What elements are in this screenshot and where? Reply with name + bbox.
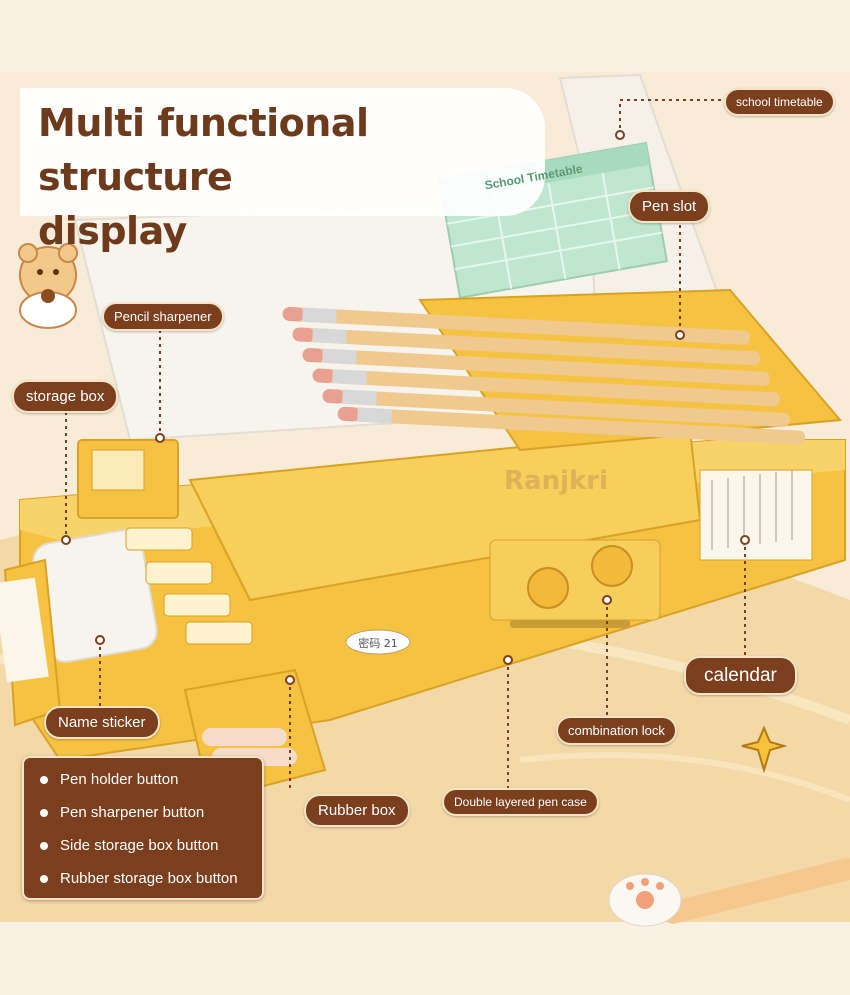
code-label: 密码 21 (358, 636, 398, 650)
legend-item: Pen sharpener button (38, 803, 262, 836)
legend-item: Rubber storage box button (38, 869, 262, 902)
callout-double-layered-pen-case: Double layered pen case (442, 788, 599, 816)
bullet-icon (40, 842, 48, 850)
callout-pencil-sharpener: Pencil sharpener (102, 302, 224, 331)
bullet-icon (40, 776, 48, 784)
callout-rubber-box: Rubber box (304, 794, 410, 827)
callout-name-sticker: Name sticker (44, 706, 160, 739)
bear-sticker-icon (18, 243, 78, 329)
callout-storage-box: storage box (12, 380, 119, 413)
title-line-1: Multi functional structure (38, 101, 369, 199)
title-line-2: display (38, 209, 187, 253)
bullet-icon (40, 875, 48, 883)
paw-pencil (608, 858, 850, 927)
legend-item-label: Side storage box button (60, 837, 219, 854)
bottom-band (0, 922, 850, 995)
button-legend: Pen holder button Pen sharpener button S… (22, 756, 264, 900)
combination-lock-dials (489, 539, 661, 628)
callout-pen-slot: Pen slot (628, 190, 711, 223)
callout-calendar: calendar (684, 656, 797, 695)
control-buttons (125, 527, 253, 645)
legend-item: Side storage box button (38, 836, 262, 869)
sparkle-icon (741, 725, 788, 774)
legend-item-label: Rubber storage box button (60, 870, 238, 887)
legend-item: Pen holder button (38, 770, 262, 803)
callout-combination-lock: combination lock (556, 716, 677, 745)
pencils (282, 306, 806, 445)
top-band (0, 0, 850, 72)
watermark: Ranjkri (504, 466, 609, 496)
page-title: Multi functional structure display (38, 96, 558, 258)
callout-school-timetable: school timetable (724, 88, 835, 116)
legend-item-label: Pen holder button (60, 771, 179, 788)
calendar-strip (699, 469, 813, 561)
callout-anchor-dots (61, 130, 750, 685)
callout-leader-lines (65, 99, 746, 790)
bullet-icon (40, 809, 48, 817)
legend-item-label: Pen sharpener button (60, 804, 205, 821)
headline-backdrop (20, 88, 545, 216)
